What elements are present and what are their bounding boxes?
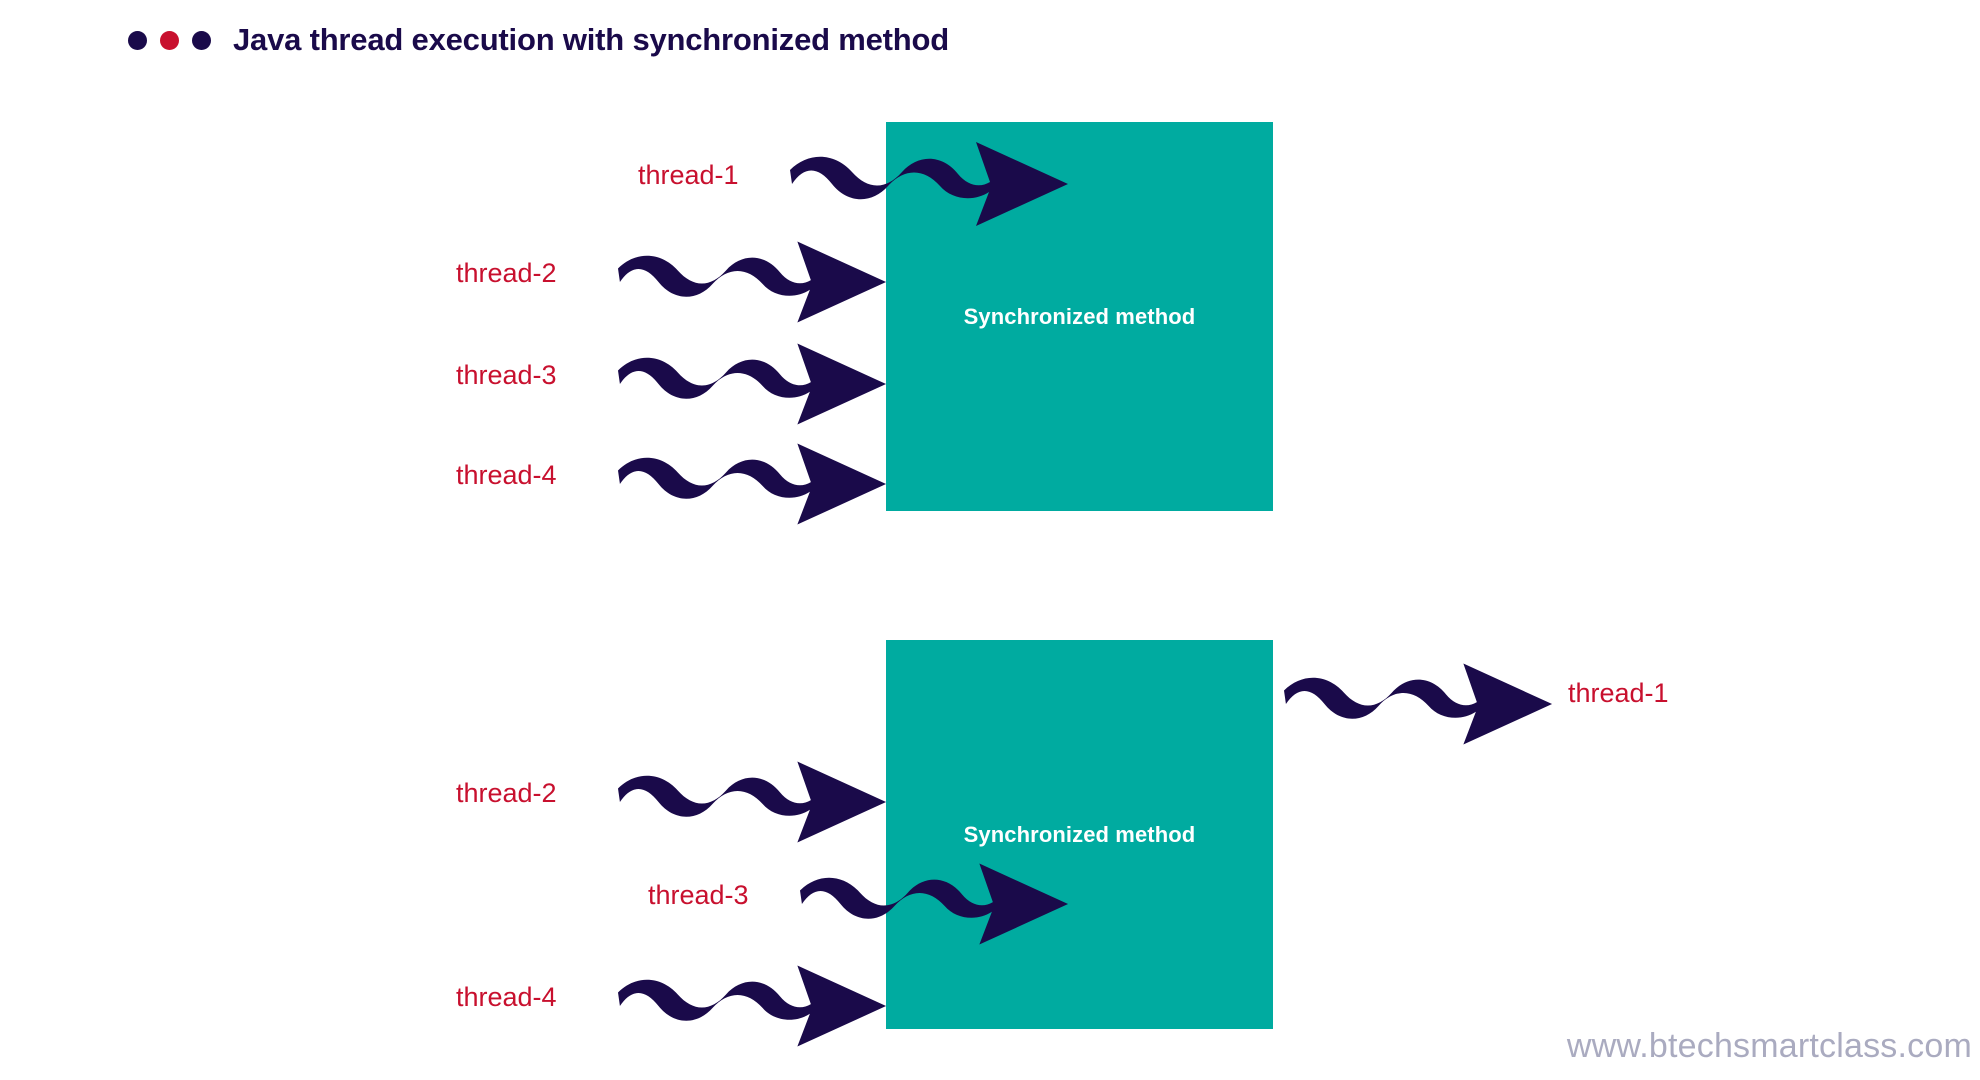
site-watermark: www.btechsmartclass.com [1566, 1027, 1972, 1065]
arrow-bottom-thread-3 [800, 860, 1070, 950]
title-dot-navy-2-icon [192, 30, 211, 50]
arrow-top-thread-2 [618, 238, 888, 328]
thread-label-top-thread-1: thread-1 [638, 160, 739, 190]
arrow-top-thread-4 [618, 440, 888, 530]
arrow-top-thread-3 [618, 340, 888, 430]
thread-label-bottom-thread-1: thread-1 [1568, 678, 1669, 708]
thread-label-bottom-thread-2: thread-2 [456, 778, 557, 808]
title-dot-red-icon [160, 30, 179, 50]
thread-label-top-thread-4: thread-4 [456, 460, 557, 490]
thread-label-bottom-thread-4: thread-4 [456, 982, 557, 1012]
synchronized-method-box-bottom: Synchronized method [886, 640, 1273, 1029]
synchronized-method-label: Synchronized method [963, 821, 1196, 847]
synchronized-method-box-top: Synchronized method [886, 122, 1273, 511]
arrow-bottom-thread-4 [618, 962, 888, 1052]
thread-label-top-thread-3: thread-3 [456, 360, 557, 390]
synchronized-method-label: Synchronized method [963, 303, 1196, 329]
title-dot-navy-1-icon [128, 30, 147, 50]
thread-label-top-thread-2: thread-2 [456, 258, 557, 288]
arrow-top-thread-1 [790, 140, 1070, 230]
arrow-bottom-thread-2 [618, 758, 888, 848]
thread-label-bottom-thread-3: thread-3 [648, 880, 749, 910]
arrow-bottom-thread-1-exit [1284, 660, 1554, 750]
page-title-bar: Java thread execution with synchronized … [128, 22, 949, 58]
page-title: Java thread execution with synchronized … [233, 22, 950, 57]
